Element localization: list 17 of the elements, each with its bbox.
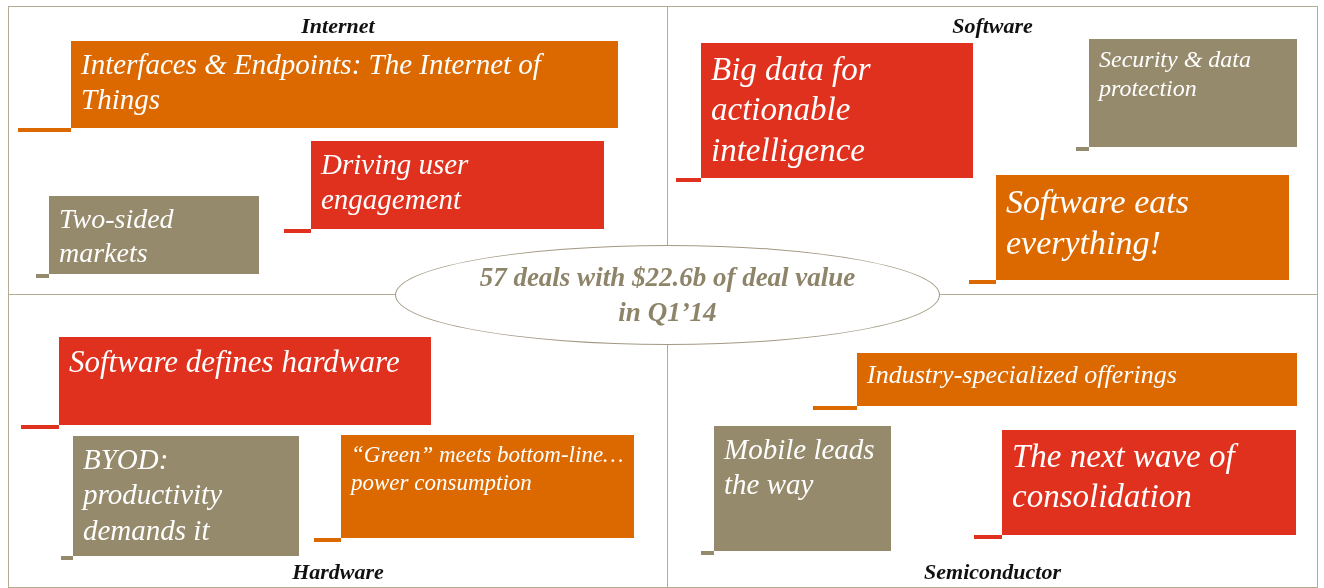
quadrant-title: Semiconductor: [923, 559, 1062, 585]
quadrant-title: Hardware: [291, 559, 385, 585]
topic-label: Software defines hardware: [59, 337, 431, 425]
topic-label: Driving user engagement: [311, 141, 604, 229]
topic-label: Big data for actionable intelligence: [701, 43, 973, 178]
quadrant-title: Software: [951, 13, 1034, 39]
center-ellipse: 57 deals with $22.6b of deal value in Q1’14: [395, 245, 940, 345]
topic-label: The next wave of consolidation: [1002, 430, 1296, 535]
topic-label: Software eats everything!: [996, 175, 1289, 280]
topic-label: Security & data protection: [1089, 39, 1297, 147]
topic-label: BYOD: productivity demands it: [73, 436, 299, 556]
topic-label: “Green” meets bottom-line… power consumption: [341, 435, 634, 538]
topic-label: Two-sided markets: [49, 196, 259, 274]
topic-label: Interfaces & Endpoints: The Internet of Things: [71, 41, 618, 128]
topic-label: Mobile leads the way: [714, 426, 891, 551]
topic-label: Industry-specialized offerings: [857, 353, 1297, 406]
quadrant-title: Internet: [300, 13, 376, 39]
